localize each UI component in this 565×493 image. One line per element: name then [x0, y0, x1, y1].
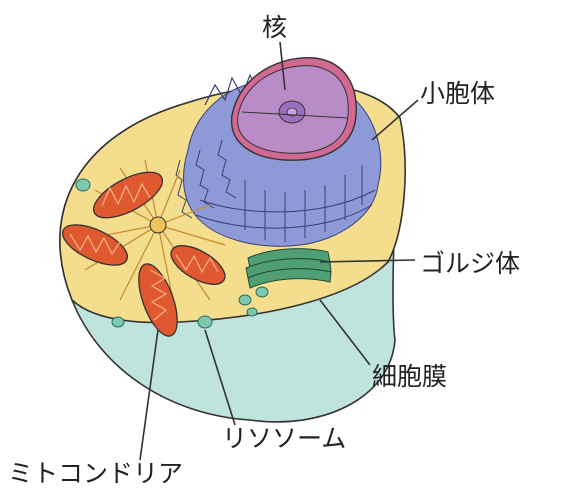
lysosome — [247, 308, 257, 316]
lysosome — [112, 317, 124, 327]
lysosome — [198, 316, 212, 328]
label-mitochondria: ミトコンドリア — [8, 459, 183, 488]
label-lysosome: リソソーム — [222, 424, 346, 453]
lysosome — [239, 295, 251, 305]
label-vesicle: 小胞体 — [420, 79, 495, 108]
nucleus — [232, 58, 357, 161]
label-golgi: ゴルジ体 — [420, 249, 520, 278]
lysosome — [76, 179, 90, 191]
label-membrane: 細胞膜 — [372, 362, 447, 391]
lysosome — [256, 287, 268, 297]
label-nucleus: 核 — [262, 13, 287, 42]
